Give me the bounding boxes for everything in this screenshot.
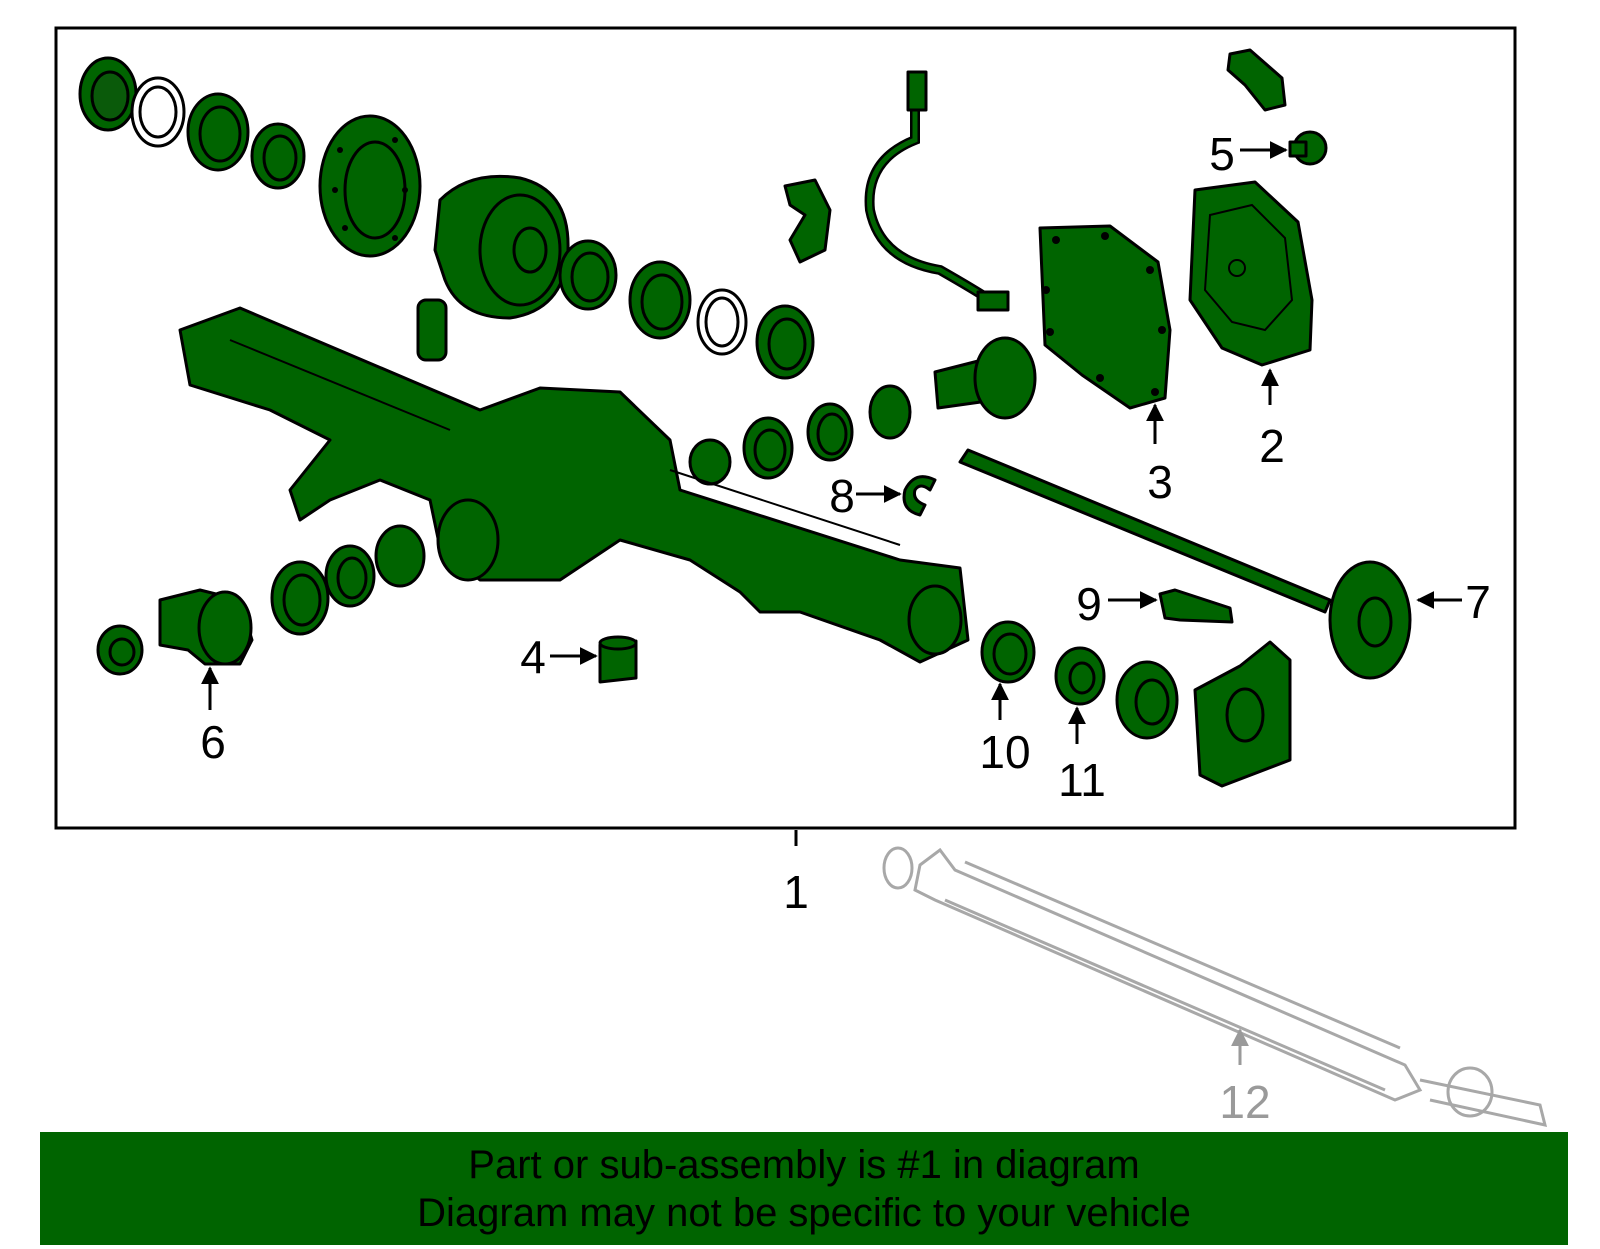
banner-line-2: Diagram may not be specific to your vehi…	[417, 1190, 1191, 1235]
callout-8: 8	[829, 470, 855, 522]
callout-1: 1	[783, 866, 809, 918]
callout-12: 12	[1219, 1076, 1270, 1128]
callout-3: 3	[1147, 456, 1173, 508]
axle-shaft[interactable]	[958, 448, 1412, 680]
carrier-bearing-set[interactable]	[558, 239, 815, 380]
ring-gear[interactable]	[318, 114, 422, 258]
cover-gasket[interactable]	[1038, 224, 1172, 410]
callout-9: 9	[1076, 578, 1102, 630]
axle-bearing[interactable]	[980, 620, 1036, 684]
axle-vent-fitting[interactable]	[1226, 48, 1287, 112]
driveshaft-outline	[882, 846, 1548, 1127]
pinion-seal-bearing-set[interactable]	[270, 524, 426, 636]
callout-4: 4	[520, 631, 546, 683]
callout-11: 11	[1058, 754, 1106, 806]
drive-pinion-gear[interactable]	[933, 336, 1037, 420]
pinion-shaft-pin[interactable]	[416, 298, 448, 362]
cover-bolt[interactable]	[1288, 130, 1328, 166]
banner-line-1: Part or sub-assembly is #1 in diagram	[468, 1142, 1140, 1187]
pinion-bearing-set[interactable]	[688, 384, 912, 486]
differential-bearing-stack[interactable]	[78, 56, 306, 190]
axle-spacer[interactable]	[1115, 660, 1179, 740]
callout-6: 6	[200, 716, 226, 768]
wheel-stud[interactable]	[1158, 588, 1234, 624]
assembly-frame	[54, 26, 1517, 830]
pinion-nut[interactable]	[96, 624, 144, 676]
bearing-cap[interactable]	[783, 178, 832, 264]
axle-seal[interactable]	[1054, 646, 1106, 706]
abs-wiring-harness[interactable]	[864, 70, 1010, 312]
axle-retainer-clip[interactable]	[902, 475, 937, 517]
callout-5: 5	[1209, 128, 1235, 180]
callout-10: 10	[979, 726, 1030, 778]
axle-housing[interactable]	[178, 306, 970, 664]
brake-backing-plate[interactable]	[1193, 640, 1292, 788]
info-banner: Part or sub-assembly is #1 in diagram Di…	[40, 1132, 1568, 1245]
callout-2: 2	[1259, 420, 1285, 472]
pinion-yoke[interactable]	[158, 588, 254, 666]
callout-7: 7	[1465, 576, 1491, 628]
axle-bumper[interactable]	[598, 635, 638, 684]
differential-cover[interactable]	[1188, 180, 1314, 367]
differential-case[interactable]	[433, 174, 570, 320]
